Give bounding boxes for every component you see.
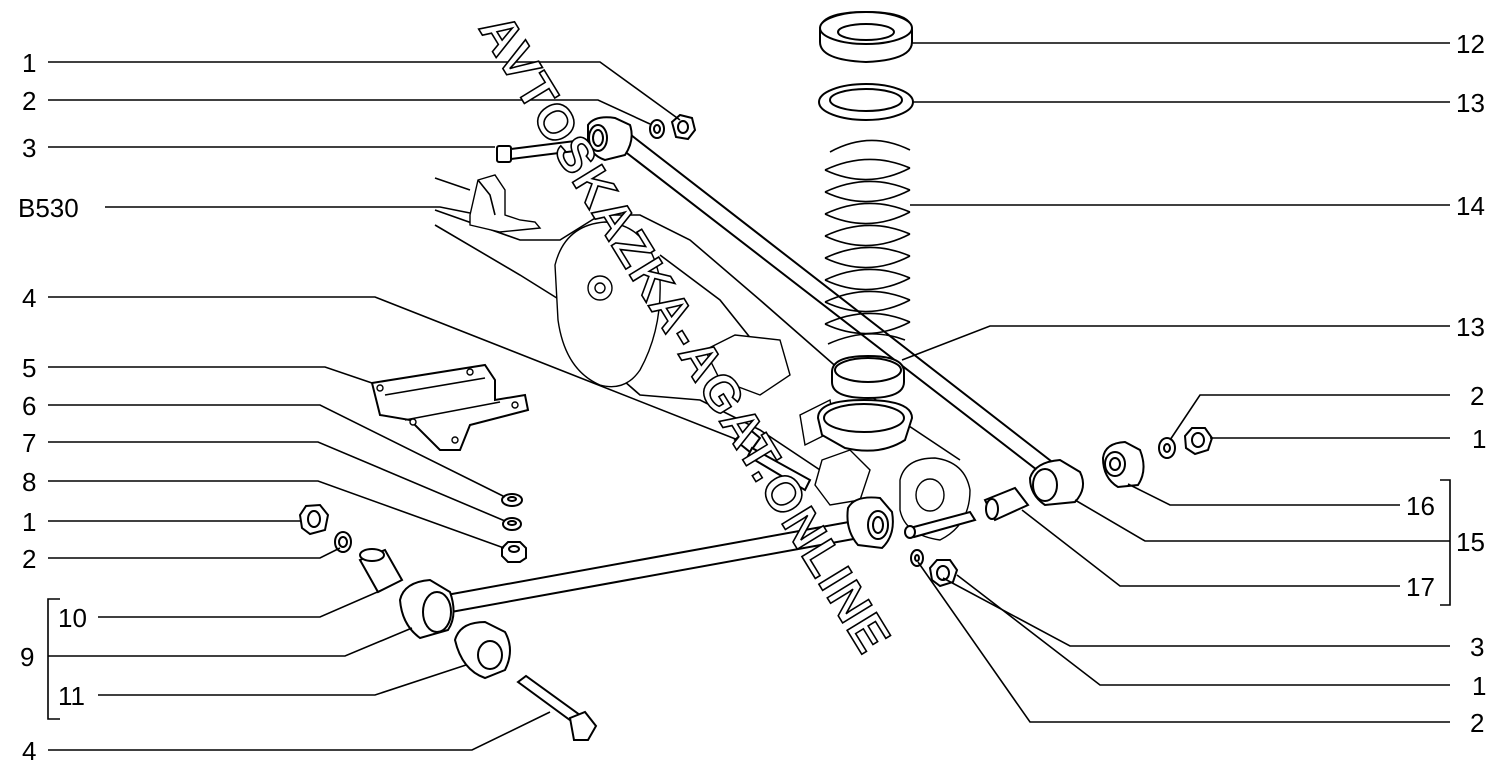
spring-assembly	[816, 10, 914, 452]
bushing-11	[453, 620, 511, 680]
label-3-right: 3	[1470, 632, 1484, 662]
label-2-top: 2	[22, 86, 36, 116]
bolt-middle	[733, 426, 812, 492]
bracket-5	[370, 363, 530, 451]
label-12: 12	[1456, 29, 1485, 59]
label-8: 8	[22, 467, 36, 497]
label-7: 7	[22, 428, 36, 458]
washers-6-7-8	[501, 493, 527, 563]
hub-area	[899, 457, 977, 541]
labels-left: 1 2 3 B530 4 5 6 7 8 1 2 10 9 11 4	[18, 48, 87, 766]
label-1-right-top: 1	[1472, 424, 1486, 454]
label-16: 16	[1406, 491, 1435, 521]
label-4-bottom: 4	[22, 736, 36, 766]
leader-lines-right	[901, 42, 1451, 723]
label-15: 15	[1456, 527, 1485, 557]
label-6: 6	[22, 391, 36, 421]
label-2-right-bottom: 2	[1470, 708, 1484, 738]
label-1-top: 1	[22, 48, 36, 78]
label-3-top: 3	[22, 133, 36, 163]
leader-lines-left	[47, 61, 739, 751]
axle-housing	[434, 209, 961, 521]
label-1-left: 1	[22, 507, 36, 537]
bolt-top	[496, 139, 576, 163]
label-b530: B530	[18, 193, 79, 223]
coil-spring	[824, 139, 911, 345]
label-2-left: 2	[22, 544, 36, 574]
label-13-bottom: 13	[1456, 312, 1485, 342]
label-14: 14	[1456, 191, 1485, 221]
label-1-right-bottom: 1	[1472, 671, 1486, 701]
washer-nut-top	[649, 113, 697, 141]
label-11: 11	[58, 681, 85, 711]
label-17: 17	[1406, 572, 1435, 602]
bracket-b530	[434, 174, 542, 233]
lower-arm	[398, 496, 894, 640]
labels-right: 12 13 14 13 2 1 16 15 17 3 1 2	[1406, 29, 1486, 738]
label-2-right-top: 2	[1470, 381, 1484, 411]
left-fasteners	[298, 503, 404, 594]
label-13-top: 13	[1456, 88, 1485, 118]
label-4-mid: 4	[22, 283, 36, 313]
label-5: 5	[22, 353, 36, 383]
label-10: 10	[58, 603, 87, 633]
right-bushings	[910, 427, 1214, 588]
label-9: 9	[20, 642, 34, 672]
bolt-bottom	[516, 674, 598, 741]
